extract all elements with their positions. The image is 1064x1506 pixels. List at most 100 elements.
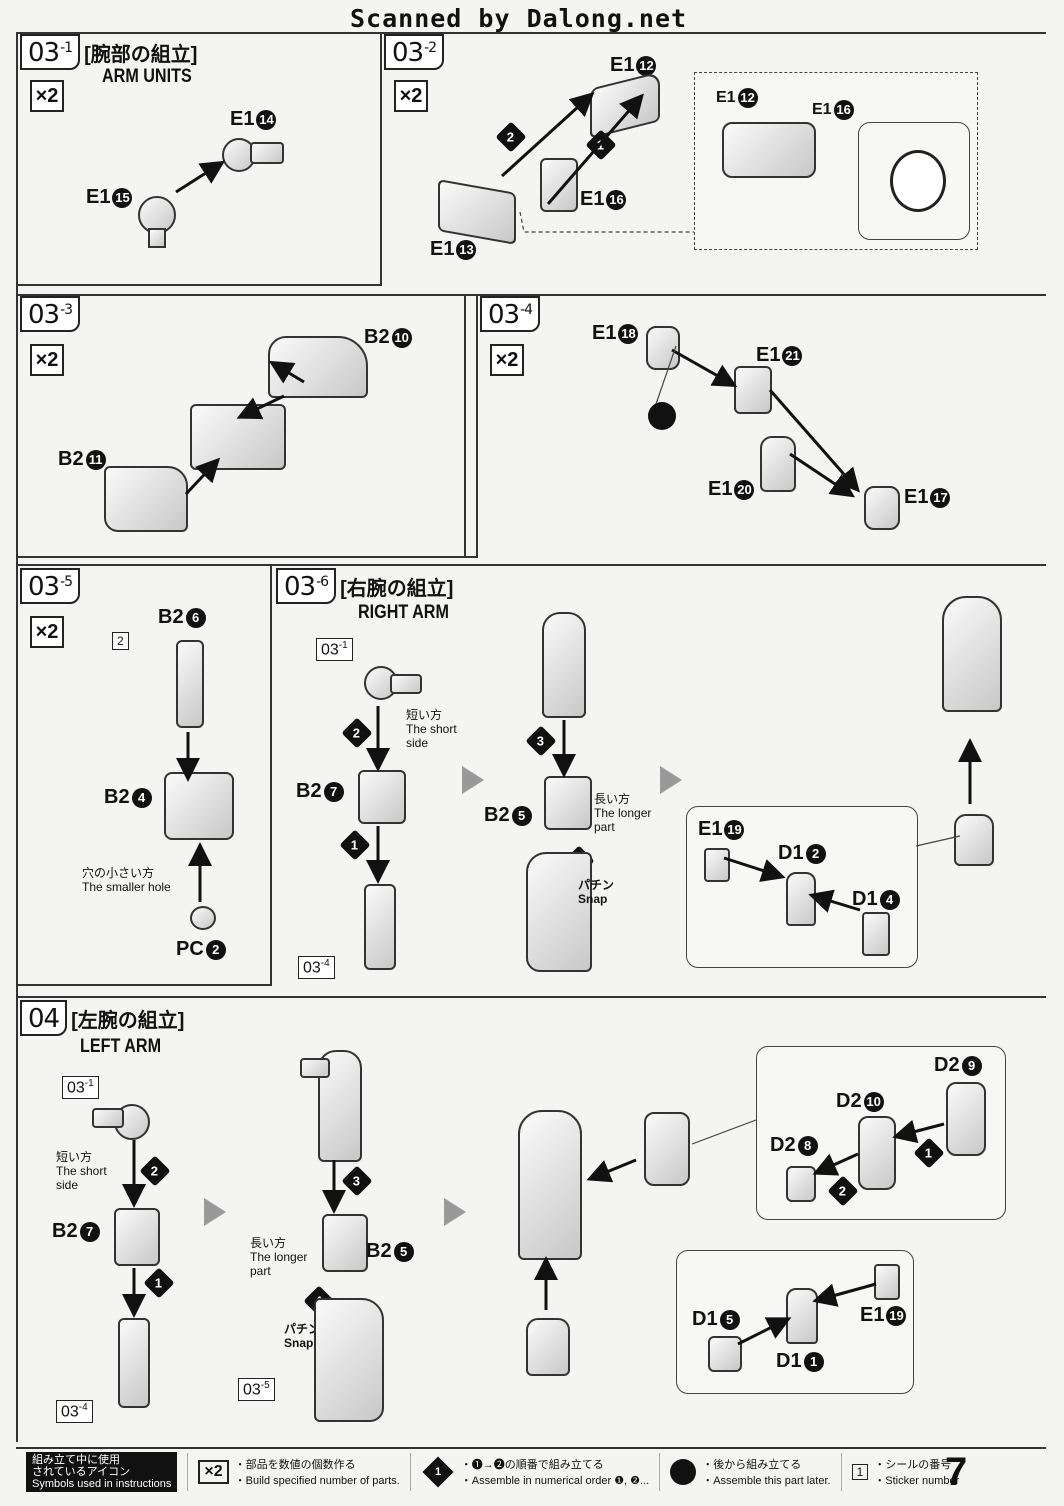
part-d2-8 [786,1166,816,1202]
ball-joint-shaft [300,1058,330,1078]
section-title-jp: [右腕の組立] [340,577,454,600]
assemble-later-icon [670,1459,697,1485]
divider [380,32,382,284]
legend-later: ・後から組み立てる・Assemble this part later. [660,1453,842,1491]
ref-03-1: 03-1 [316,638,353,662]
watermark: Scanned by Dalong.net [350,4,688,33]
completed-right-arm [942,596,1002,712]
ref-03-4: 03-4 [56,1400,93,1424]
part-e1-18 [646,326,680,370]
multiply-icon: ×2 [30,616,64,648]
section-03-1-header: 03-1 [腕部の組立] [20,34,197,70]
step-number-tag: 03-3 [20,296,81,332]
legend-multiply: ×2 ・部品を数値の個数作る・Build specified number of… [188,1453,411,1491]
legend-order: 1 ・❶→❷の順番で組み立てる・Assemble in numerical or… [411,1453,661,1491]
zoom-circle [890,150,946,212]
next-arrow-icon [660,766,682,794]
step-number-tag: 04 [20,1000,68,1036]
ref-03-5: 03-5 [238,1378,275,1402]
top-rule [16,32,1046,34]
step-diamond-icon: 1 [422,1456,454,1488]
step-number-tag: 03-6 [276,568,337,604]
legend-sticker: 1 ・シールの番号・Sticker number [842,1453,970,1491]
part-b2-5 [322,1214,368,1272]
step-number-tag: 03-4 [480,296,541,332]
rule-row4 [16,996,1046,998]
arm-subassembly [542,612,586,718]
ref-03-4: 03-4 [298,956,335,980]
divider [270,564,272,984]
arm-frame-part [118,1318,150,1408]
forearm-armor [526,852,592,972]
ball-joint-shaft [92,1108,124,1128]
assemble-later-icon [648,402,676,430]
step-number-tag: 03-1 [20,34,81,70]
left-rule [16,32,18,1442]
rule-row3 [16,564,1046,566]
part-e1-17 [864,486,900,530]
part-b2-7 [114,1208,160,1266]
part-b2-7 [358,770,406,824]
part-d1-5 [708,1336,742,1372]
arm-frame-part [364,884,396,970]
multiply-icon: ×2 [198,1460,229,1484]
section-title-en: ARM UNITS [102,66,192,87]
part-e1-19 [874,1264,900,1300]
step-number-tag: 03-5 [20,568,81,604]
polycap-pc-2 [190,906,216,930]
section-title-en: RIGHT ARM [358,602,449,623]
hinge-part-e1-16 [540,158,578,212]
forearm-armor [314,1298,384,1422]
rule [16,556,478,558]
part-d2-10 [858,1116,896,1190]
multiply-icon: ×2 [490,344,524,376]
section-title-jp: [左腕の組立] [71,1009,185,1032]
section-title-jp: [腕部の組立] [84,43,198,66]
multiply-icon: ×2 [30,344,64,376]
ball-socket-part [138,196,176,234]
shield-attachment [644,1112,690,1186]
divider [464,294,466,556]
multiply-icon: ×2 [394,80,428,112]
multiply-icon: ×2 [30,80,64,112]
ball-joint-shaft [250,142,284,164]
section-04-header: 04 [左腕の組立] [20,1000,184,1036]
section-03-2-header: 03-2 [384,34,445,70]
section-03-3-header: 03-3 [20,296,81,332]
step-number-tag: 03-2 [384,34,445,70]
assembled-plate-detail [722,122,816,178]
sticker-number: 2 [112,632,129,650]
ref-03-1: 03-1 [62,1076,99,1100]
part-e1-19 [704,848,730,882]
rule [16,284,382,286]
rule [16,984,272,986]
part-d1-4 [862,912,890,956]
